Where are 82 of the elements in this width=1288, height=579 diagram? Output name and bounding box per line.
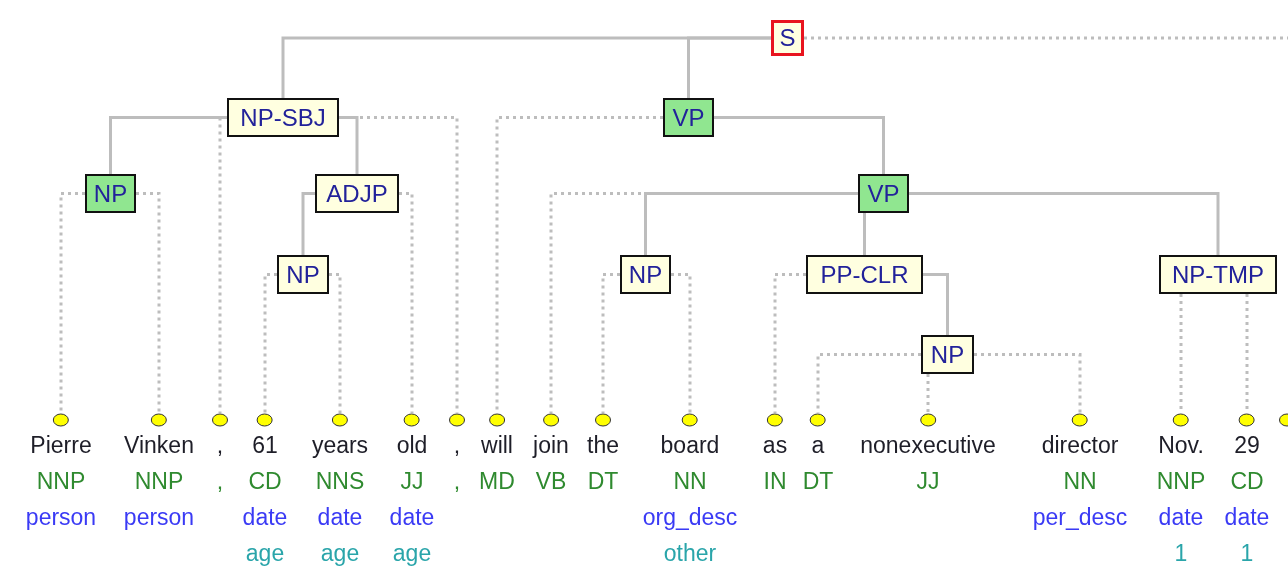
entity-type: date bbox=[242, 503, 288, 532]
phrase-label: NP bbox=[620, 255, 671, 294]
entity-type: date bbox=[1224, 503, 1270, 532]
pos-tag: DT bbox=[587, 463, 619, 499]
pos-tag: VB bbox=[535, 463, 567, 499]
pos-tag: NN bbox=[1063, 463, 1097, 499]
dotted-connector bbox=[495, 116, 663, 413]
tree-connector bbox=[909, 192, 1220, 255]
word: , bbox=[453, 431, 461, 460]
pos-tag: , bbox=[216, 463, 224, 499]
pos-tag: IN bbox=[763, 463, 787, 499]
dotted-connector bbox=[974, 353, 1082, 413]
word: the bbox=[587, 431, 619, 460]
pos-tag: NNP bbox=[1156, 463, 1206, 499]
tree-connector bbox=[863, 213, 866, 255]
dotted-connector bbox=[218, 116, 227, 413]
pos-tag: DT bbox=[802, 463, 834, 499]
word: board bbox=[660, 431, 720, 460]
pos-tag: MD bbox=[479, 463, 515, 499]
word: director bbox=[1041, 431, 1119, 460]
word: join bbox=[533, 431, 569, 460]
dotted-connector bbox=[926, 374, 930, 413]
dotted-connector bbox=[601, 273, 620, 413]
word: 29 bbox=[1234, 431, 1260, 460]
phrase-label: S bbox=[771, 20, 804, 56]
pos-tag: CD bbox=[248, 463, 282, 499]
dotted-connector bbox=[59, 192, 85, 413]
phrase-label: VP bbox=[858, 174, 909, 213]
word: nonexecutive bbox=[860, 431, 996, 460]
word: will bbox=[481, 431, 513, 460]
tree-connector bbox=[109, 116, 227, 174]
tree-connector bbox=[714, 116, 885, 174]
word: a bbox=[811, 431, 825, 460]
entity-type: person bbox=[123, 503, 195, 532]
phrase-label: NP-TMP bbox=[1159, 255, 1277, 294]
entity-subtype: 1 bbox=[1174, 539, 1188, 568]
phrase-label: NP-SBJ bbox=[227, 98, 339, 137]
word: years bbox=[311, 431, 369, 460]
entity-type: date bbox=[317, 503, 363, 532]
pos-tag: , bbox=[453, 463, 461, 499]
entity-subtype: age bbox=[320, 539, 360, 568]
phrase-label: NP bbox=[921, 335, 974, 374]
word: 61 bbox=[252, 431, 278, 460]
entity-subtype: 1 bbox=[1240, 539, 1254, 568]
entity-type: date bbox=[389, 503, 435, 532]
dotted-connector bbox=[263, 273, 277, 413]
pos-tag: NNP bbox=[134, 463, 184, 499]
dotted-connector bbox=[399, 192, 414, 413]
pos-tag: JJ bbox=[916, 463, 940, 499]
tree-connector bbox=[339, 116, 359, 174]
dotted-connector bbox=[671, 273, 692, 413]
pos-tag: NNP bbox=[36, 463, 86, 499]
tree-connector bbox=[923, 273, 949, 335]
tree-connector bbox=[644, 192, 858, 255]
word: Nov. bbox=[1158, 431, 1204, 460]
word: Vinken bbox=[124, 431, 194, 460]
dotted-connector bbox=[136, 192, 161, 413]
phrase-label: VP bbox=[663, 98, 714, 137]
word: , bbox=[216, 431, 224, 460]
pos-tag: CD bbox=[1230, 463, 1264, 499]
tree-connector bbox=[301, 192, 315, 255]
pos-tag: NNS bbox=[315, 463, 365, 499]
word: old bbox=[396, 431, 428, 460]
dotted-connector bbox=[773, 273, 806, 413]
entity-type: date bbox=[1158, 503, 1204, 532]
pos-tag: NN bbox=[673, 463, 707, 499]
phrase-label: NP bbox=[277, 255, 329, 294]
word: as bbox=[762, 431, 788, 460]
tree-connector bbox=[687, 36, 771, 98]
word: Pierre bbox=[30, 431, 92, 460]
pos-tag: JJ bbox=[400, 463, 424, 499]
entity-type: org_desc bbox=[642, 503, 738, 532]
entity-subtype: age bbox=[245, 539, 285, 568]
phrase-label: NP bbox=[85, 174, 136, 213]
dotted-connector bbox=[804, 36, 1288, 40]
entity-subtype: age bbox=[392, 539, 432, 568]
entity-subtype: other bbox=[663, 539, 717, 568]
phrase-label: PP-CLR bbox=[806, 255, 923, 294]
entity-type: person bbox=[25, 503, 97, 532]
dotted-connector bbox=[329, 273, 342, 413]
entity-type: per_desc bbox=[1032, 503, 1128, 532]
phrase-label: ADJP bbox=[315, 174, 399, 213]
